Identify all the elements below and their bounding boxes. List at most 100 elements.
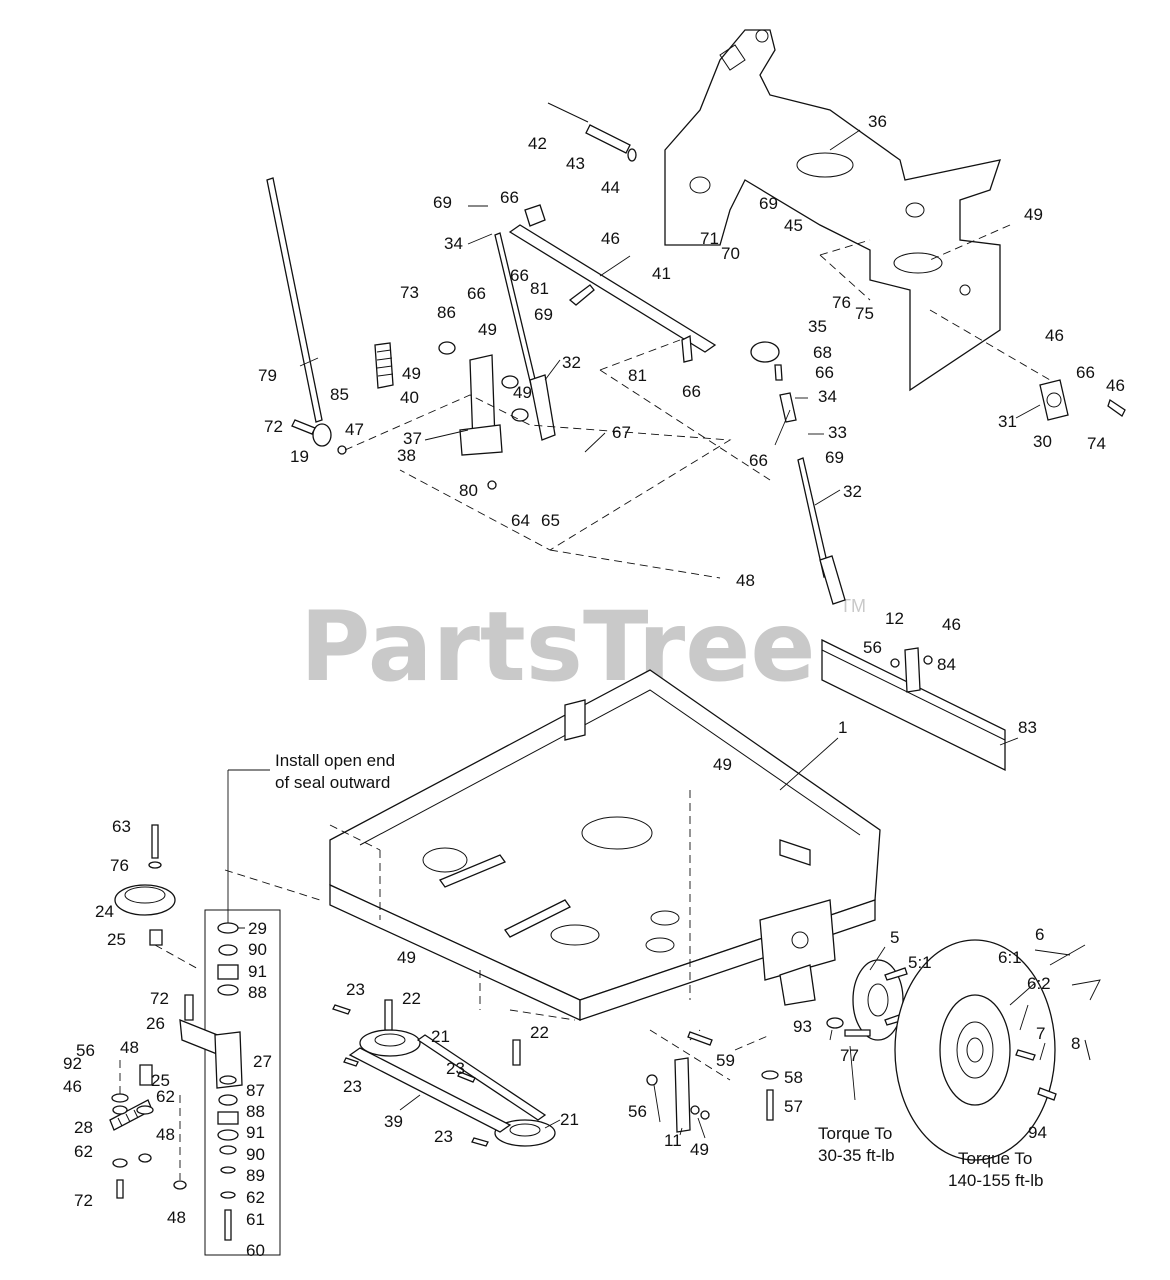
callout-label: 88 <box>246 1102 265 1121</box>
callout-label: 74 <box>1087 434 1106 453</box>
callout-label: 68 <box>813 343 832 362</box>
callout-label: 33 <box>828 423 847 442</box>
callout-label: 7 <box>1036 1024 1045 1043</box>
callout-label: 76 <box>832 293 851 312</box>
callout-label: 57 <box>784 1097 803 1116</box>
callout-label: 90 <box>248 940 267 959</box>
callout-label: 65 <box>541 511 560 530</box>
callout-label: 40 <box>400 388 419 407</box>
callout-label: 46 <box>1045 326 1064 345</box>
callout-label: 89 <box>246 1166 265 1185</box>
callout-label: 45 <box>784 216 803 235</box>
callout-label: 25 <box>151 1071 170 1090</box>
watermark-trademark: TM <box>840 596 866 616</box>
callout-label: 23 <box>434 1127 453 1146</box>
linkage-rod-right <box>750 341 846 605</box>
callout-label: 72 <box>74 1191 93 1210</box>
spring-bolt-group <box>547 102 637 162</box>
control-rod <box>508 204 717 363</box>
deck-dashed-guides <box>329 790 771 1081</box>
callout-label: 21 <box>560 1110 579 1129</box>
torsion-spring <box>109 1093 187 1199</box>
callout-label: 1 <box>838 718 847 737</box>
callout-label: 72 <box>264 417 283 436</box>
control-bracket-frame <box>664 29 1001 392</box>
linkage-rod-left <box>494 232 556 441</box>
callout-label: 22 <box>402 989 421 1008</box>
callout-label: 48 <box>120 1038 139 1057</box>
callout-label: 66 <box>682 382 701 401</box>
callout-label: 66 <box>500 188 519 207</box>
callout-label: 48 <box>156 1125 175 1144</box>
hub-torque-note-line2: 30-35 ft-lb <box>818 1146 895 1165</box>
idler-pulley <box>114 824 176 946</box>
callout-label: 88 <box>248 983 267 1002</box>
callout-label: 91 <box>246 1123 265 1142</box>
leader-lines <box>299 129 1101 1139</box>
callout-label: 66 <box>1076 363 1095 382</box>
callout-label: 5:1 <box>908 953 932 972</box>
callout-label: 67 <box>612 423 631 442</box>
callout-label: 46 <box>942 615 961 634</box>
deck-frame <box>329 669 881 1022</box>
callout-label: 91 <box>248 962 267 981</box>
callout-label: 28 <box>74 1118 93 1137</box>
callout-label: 49 <box>478 320 497 339</box>
mounting-plate <box>821 638 1006 772</box>
callout-label: 56 <box>628 1102 647 1121</box>
callout-label: 70 <box>721 244 740 263</box>
callout-label: 32 <box>843 482 862 501</box>
callout-label: 35 <box>808 317 827 336</box>
callout-label: 49 <box>513 383 532 402</box>
callout-label: 11 <box>664 1131 682 1150</box>
callout-label: 72 <box>150 989 169 1008</box>
callout-label: 5 <box>890 928 899 947</box>
callout-label: 25 <box>107 930 126 949</box>
callout-label: 46 <box>601 229 620 248</box>
callout-label: 71 <box>700 229 719 248</box>
callout-label: 47 <box>345 420 364 439</box>
callout-label: 49 <box>1024 205 1043 224</box>
callout-label: 81 <box>628 366 647 385</box>
shift-lever <box>266 177 347 455</box>
callout-label: 23 <box>346 980 365 999</box>
extension-spring <box>374 342 394 389</box>
callout-label: 62 <box>74 1142 93 1161</box>
callout-label: 83 <box>1018 718 1037 737</box>
callout-label: 66 <box>467 284 486 303</box>
callout-label: 49 <box>397 948 416 967</box>
callout-label: 66 <box>510 266 529 285</box>
callout-label: 49 <box>690 1140 709 1159</box>
callout-label: 92 <box>63 1054 82 1073</box>
bracket-11 <box>646 1057 710 1133</box>
callout-label: 62 <box>246 1188 265 1207</box>
callout-label: 44 <box>601 178 620 197</box>
callout-label: 6:1 <box>998 948 1022 967</box>
callout-label: 34 <box>818 387 837 406</box>
callout-label: 81 <box>530 279 549 298</box>
callout-label: 36 <box>868 112 887 131</box>
callout-label: 61 <box>246 1210 265 1229</box>
callout-label: 84 <box>937 655 956 674</box>
callout-label: 66 <box>815 363 834 382</box>
callout-label: 38 <box>397 446 416 465</box>
callout-label: 37 <box>403 429 422 448</box>
callout-label: 6:2 <box>1027 974 1051 993</box>
spindle-stack <box>217 922 239 1241</box>
callout-label: 41 <box>652 264 671 283</box>
callout-label: 79 <box>258 366 277 385</box>
callout-label: 8 <box>1071 1034 1080 1053</box>
idler-arm <box>139 994 243 1089</box>
callout-label: 56 <box>863 638 882 657</box>
bearing-flange <box>1039 379 1126 421</box>
callout-label: 76 <box>110 856 129 875</box>
callout-labels: 42 43 44 36 69 66 34 46 71 69 70 45 49 6… <box>63 112 1125 1260</box>
callout-label: 69 <box>759 194 778 213</box>
callout-label: 19 <box>290 447 309 466</box>
callout-label: 64 <box>511 511 530 530</box>
hub-torque-note-line1: Torque To <box>818 1124 892 1143</box>
callout-label: 29 <box>248 919 267 938</box>
callout-label: 80 <box>459 481 478 500</box>
callout-label: 56 <box>76 1041 95 1060</box>
upper-dashed-guides <box>344 224 1051 579</box>
